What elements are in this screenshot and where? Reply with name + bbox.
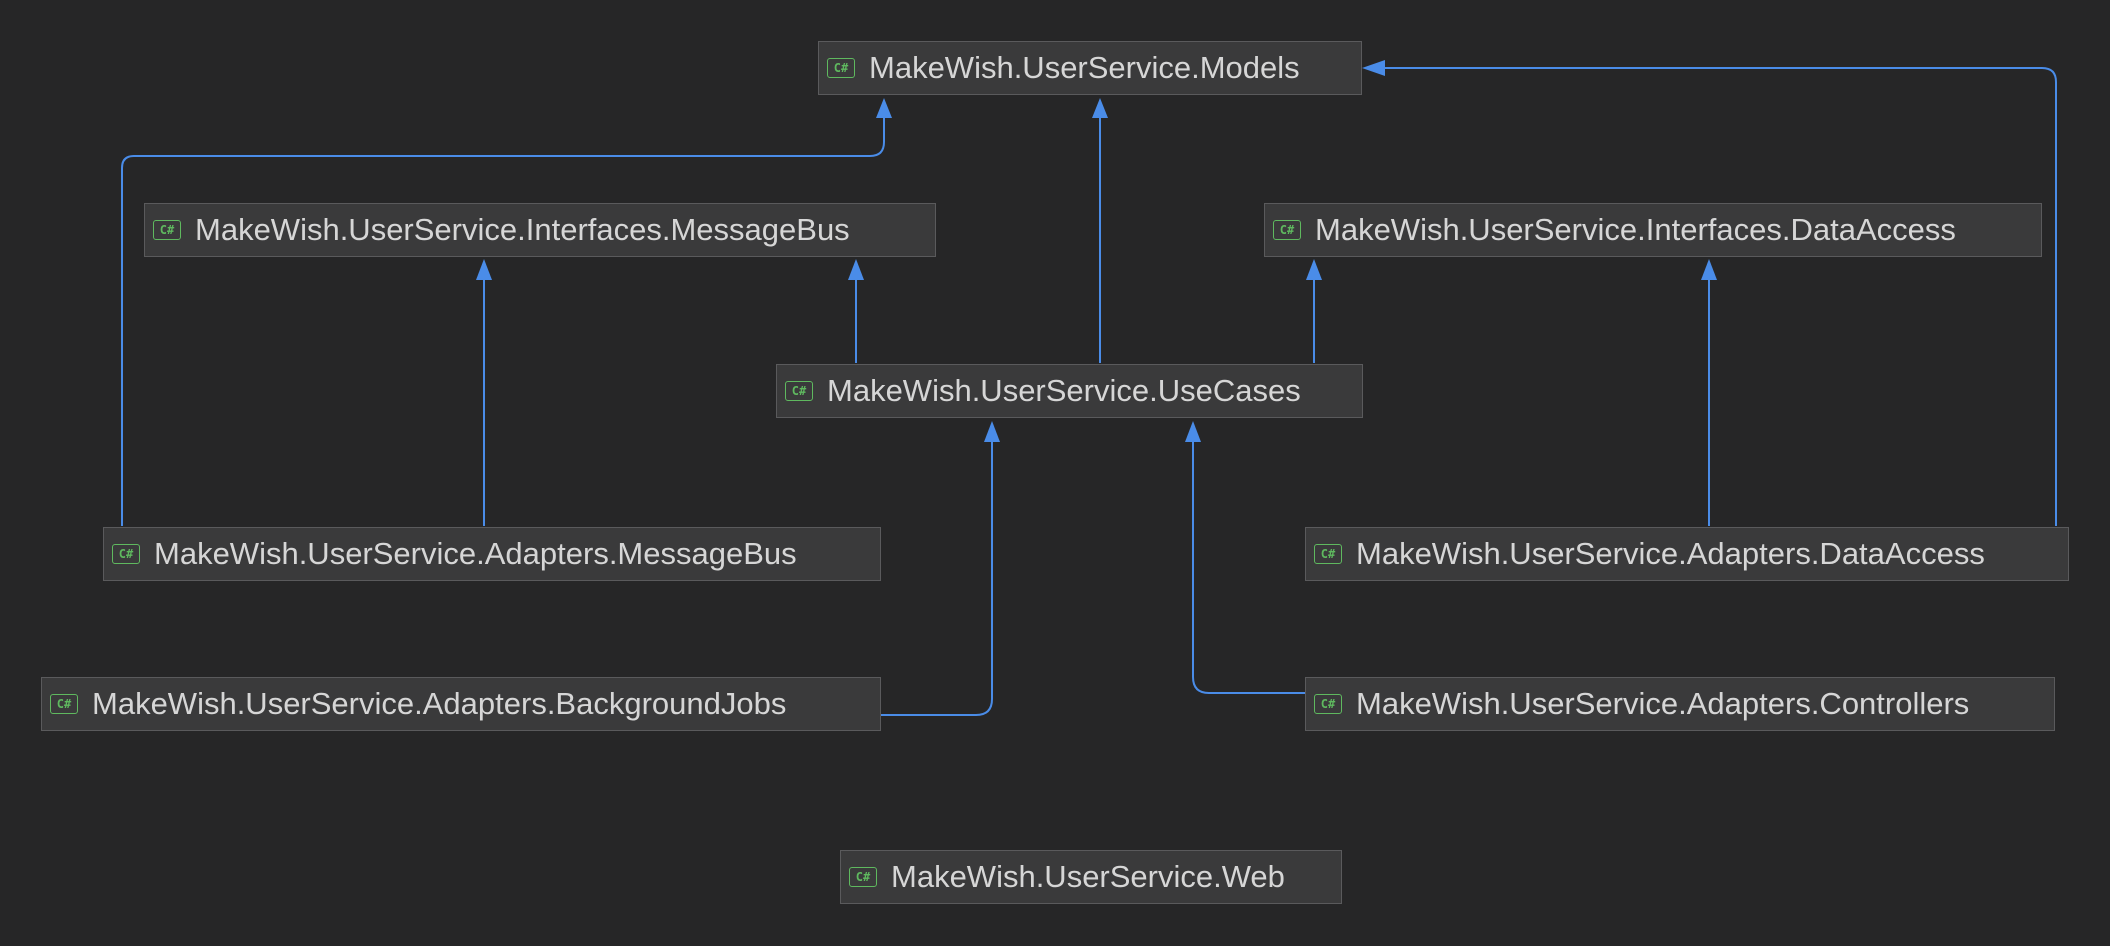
node-usecases[interactable]: C# MakeWish.UserService.UseCases xyxy=(776,364,1363,418)
arrowhead-models-left xyxy=(876,98,892,118)
arrowhead-models-right xyxy=(1362,60,1385,76)
arrowhead-usecases-right xyxy=(1185,421,1201,442)
csharp-project-icon: C# xyxy=(849,867,877,887)
edge-layer xyxy=(121,60,2057,716)
arrowhead-interfaces-messagebus-right xyxy=(848,259,864,280)
arrowhead-interfaces-dataaccess-left xyxy=(1306,259,1322,280)
node-interfaces-messagebus[interactable]: C# MakeWish.UserService.Interfaces.Messa… xyxy=(144,203,936,257)
arrowhead-interfaces-dataaccess-right xyxy=(1701,259,1717,280)
node-web[interactable]: C# MakeWish.UserService.Web xyxy=(840,850,1342,904)
edge-adapters-backgroundjobs-to-usecases xyxy=(880,440,993,716)
csharp-project-icon: C# xyxy=(153,220,181,240)
csharp-project-icon: C# xyxy=(827,58,855,78)
csharp-project-icon: C# xyxy=(1314,694,1342,714)
node-label: MakeWish.UserService.Adapters.Controller… xyxy=(1356,686,1970,721)
csharp-project-icon: C# xyxy=(112,544,140,564)
node-label: MakeWish.UserService.Interfaces.DataAcce… xyxy=(1315,212,1956,247)
node-label: MakeWish.UserService.Interfaces.MessageB… xyxy=(195,212,850,247)
arrowhead-usecases-left xyxy=(984,421,1000,442)
node-adapters-controllers[interactable]: C# MakeWish.UserService.Adapters.Control… xyxy=(1305,677,2055,731)
node-label: MakeWish.UserService.Models xyxy=(869,50,1300,85)
node-adapters-messagebus[interactable]: C# MakeWish.UserService.Adapters.Message… xyxy=(103,527,881,581)
node-adapters-backgroundjobs[interactable]: C# MakeWish.UserService.Adapters.Backgro… xyxy=(41,677,881,731)
edge-adapters-messagebus-to-models xyxy=(121,116,885,526)
node-models[interactable]: C# MakeWish.UserService.Models xyxy=(818,41,1362,95)
node-label: MakeWish.UserService.Web xyxy=(891,859,1285,894)
node-adapters-dataaccess[interactable]: C# MakeWish.UserService.Adapters.DataAcc… xyxy=(1305,527,2069,581)
edge-adapters-controllers-to-usecases xyxy=(1192,440,1305,694)
node-label: MakeWish.UserService.Adapters.Background… xyxy=(92,686,787,721)
csharp-project-icon: C# xyxy=(1314,544,1342,564)
node-label: MakeWish.UserService.UseCases xyxy=(827,373,1301,408)
arrowhead-interfaces-messagebus-left xyxy=(476,259,492,280)
csharp-project-icon: C# xyxy=(785,381,813,401)
csharp-project-icon: C# xyxy=(50,694,78,714)
csharp-project-icon: C# xyxy=(1273,220,1301,240)
node-interfaces-dataaccess[interactable]: C# MakeWish.UserService.Interfaces.DataA… xyxy=(1264,203,2042,257)
node-label: MakeWish.UserService.Adapters.MessageBus xyxy=(154,536,797,571)
edge-adapters-dataaccess-to-models xyxy=(1382,67,2057,526)
node-label: MakeWish.UserService.Adapters.DataAccess xyxy=(1356,536,1985,571)
arrowhead-models-center xyxy=(1092,98,1108,118)
